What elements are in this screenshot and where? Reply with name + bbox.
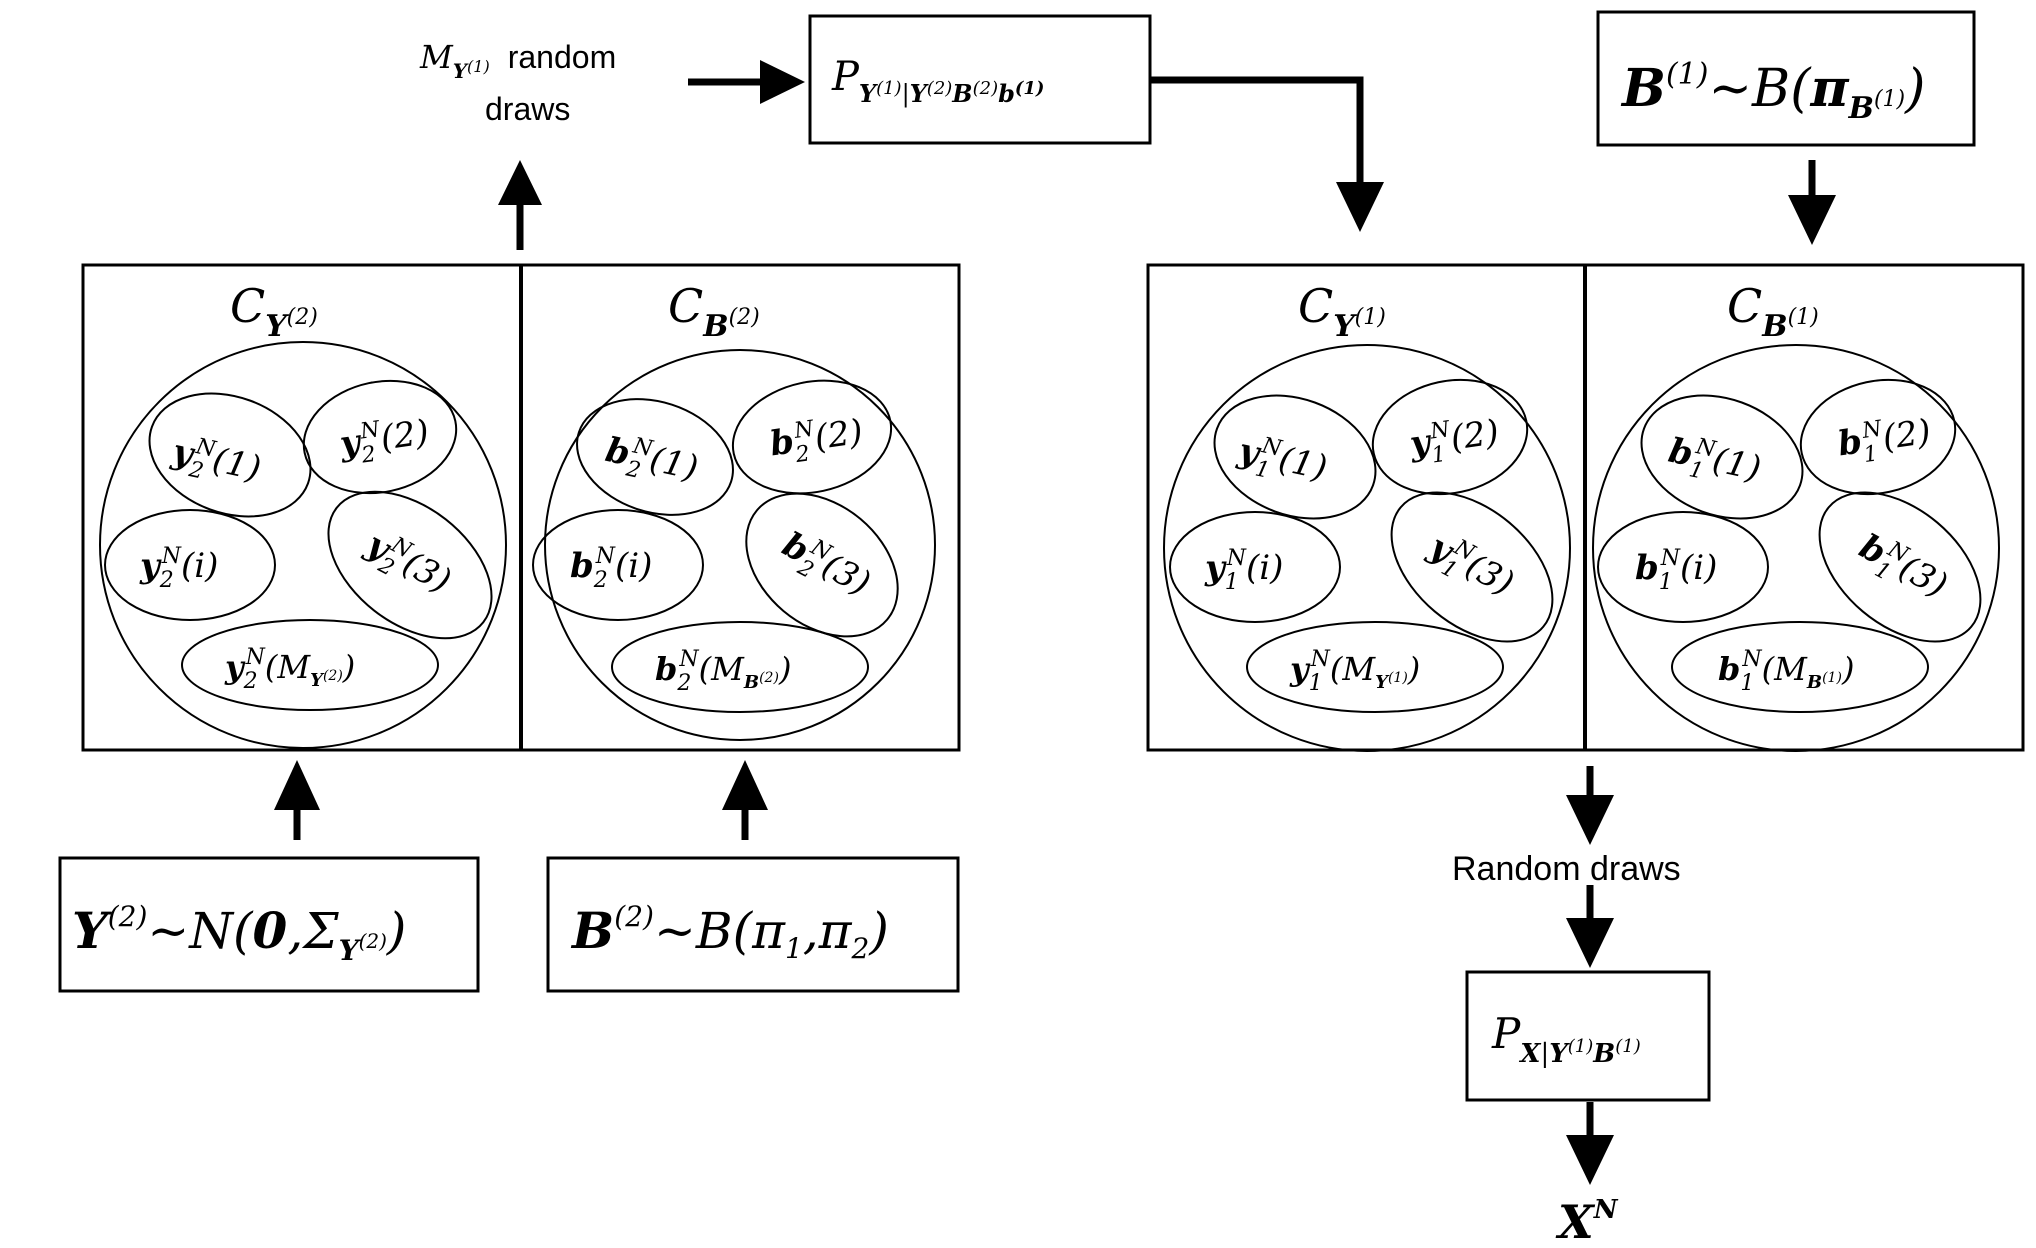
y2-label-1: y2N(1) xyxy=(166,429,264,496)
p-conditional-bottom-box: PX|Y(1)B(1) xyxy=(1465,970,1711,1102)
connector-p-top-to-cy1 xyxy=(1150,76,1384,232)
arrow-up-y2-prior xyxy=(274,760,320,840)
cb2-title: CB(2) xyxy=(668,279,760,344)
y1-sample-i xyxy=(1169,511,1341,623)
b1-sample-3 xyxy=(1818,491,1982,643)
arrow-down-to-p-bottom xyxy=(1566,885,1614,968)
y2-prior-box: Y(2)~N(0,ΣY(2)) xyxy=(58,856,480,993)
svg-text:PX|Y(1)B(1): PX|Y(1)B(1) xyxy=(1491,1009,1641,1069)
b2-sample-1 xyxy=(576,398,734,516)
arrow-right-to-p-top xyxy=(688,60,805,104)
b1-sample-1 xyxy=(1640,394,1804,520)
b2-label-2: b2N(2) xyxy=(767,410,866,471)
b2-label-1: b2N(1) xyxy=(601,428,702,495)
y2-sample-2 xyxy=(302,379,458,495)
b2-label-i: b2N(i) xyxy=(570,544,652,593)
b2-prior-box: B(2)~B(π1,π2) xyxy=(546,856,960,993)
y1-label-M: y1N(MY(1)) xyxy=(1289,647,1420,696)
b2-sample-2 xyxy=(731,379,893,495)
svg-text:B(2)~B(π1,π2): B(2)~B(π1,π2) xyxy=(570,900,889,965)
y2-label-3: y2N(3) xyxy=(356,522,459,608)
b1-label-1: b1N(1) xyxy=(1664,429,1765,496)
b1-sample-M xyxy=(1671,621,1929,713)
m-random-draws-label: MY(1) random draws xyxy=(419,38,616,127)
b2-sample-3 xyxy=(745,492,899,638)
y1-label-1: y1N(1) xyxy=(1233,429,1331,496)
y1-sample-1 xyxy=(1213,394,1377,520)
arrow-down-to-cb1 xyxy=(1788,160,1836,245)
b1-label-i: b1N(i) xyxy=(1635,546,1717,595)
cy1-sample-set xyxy=(1163,344,1571,752)
right-panel: CY(1) CB(1) y1N(1) y1N(2) y1N(i) y1N(3) xyxy=(1146,263,2025,752)
svg-text:B(1)~B(πB(1)): B(1)~B(πB(1)) xyxy=(1620,57,1925,126)
svg-text:PY(1)|Y(2)B(2)b(1): PY(1)|Y(2)B(2)b(1) xyxy=(831,54,1044,109)
y2-sample-3 xyxy=(327,490,493,640)
arrow-up-from-cy2 xyxy=(498,160,542,250)
b2-label-M: b2N(MB(2)) xyxy=(655,647,791,696)
y2-label-M: y2N(MY(2)) xyxy=(224,645,355,694)
b1-label-2: b1N(2) xyxy=(1835,410,1934,471)
b2-sample-M xyxy=(611,621,869,713)
cb1-title: CB(1) xyxy=(1727,279,1819,344)
output-xn: XN xyxy=(1555,1195,1619,1248)
y1-sample-3 xyxy=(1390,491,1554,643)
svg-text:Y(2)~N(0,ΣY(2)): Y(2)~N(0,ΣY(2)) xyxy=(72,900,406,967)
y2-sample-i xyxy=(104,509,276,621)
y2-label-i: y2N(i) xyxy=(139,544,218,593)
p-conditional-top-box: PY(1)|Y(2)B(2)b(1) xyxy=(808,14,1152,145)
b2-sample-i xyxy=(532,509,704,621)
cy2-title: CY(2) xyxy=(230,279,318,344)
y1-label-2: y1N(2) xyxy=(1406,410,1502,471)
y2-sample-M xyxy=(181,619,439,711)
arrow-down-to-random-draws xyxy=(1566,766,1614,845)
b1-label-M: b1N(MB(1)) xyxy=(1718,647,1854,696)
random-draws-label: Random draws xyxy=(1452,850,1681,888)
y1-label-i: y1N(i) xyxy=(1204,546,1283,595)
y1-sample-M xyxy=(1246,621,1504,713)
y2-label-2: y2N(2) xyxy=(336,410,432,471)
b1-label-3: b1N(3) xyxy=(1849,525,1954,612)
cb2-sample-set xyxy=(544,349,936,741)
arrow-up-b2-prior xyxy=(722,760,768,840)
cy1-title: CY(1) xyxy=(1298,279,1386,344)
y2-sample-1 xyxy=(148,392,312,518)
left-panel: CY(2) CB(2) y2N(1) y2N(2) y2N(i) xyxy=(81,263,961,752)
y1-label-3: y1N(3) xyxy=(1419,524,1522,610)
b1-sample-i xyxy=(1597,511,1769,623)
b1-prior-box: B(1)~B(πB(1)) xyxy=(1596,10,1976,147)
arrow-down-to-output xyxy=(1566,1102,1614,1185)
b2-label-3: b2N(3) xyxy=(772,523,877,610)
svg-text:MY(1) random: MY(1) random xyxy=(419,38,616,83)
svg-text:draws: draws xyxy=(485,91,570,127)
b1-sample-2 xyxy=(1799,378,1957,496)
cy2-sample-set xyxy=(99,341,507,749)
y1-sample-2 xyxy=(1371,378,1529,496)
cb1-sample-set xyxy=(1592,344,2000,752)
